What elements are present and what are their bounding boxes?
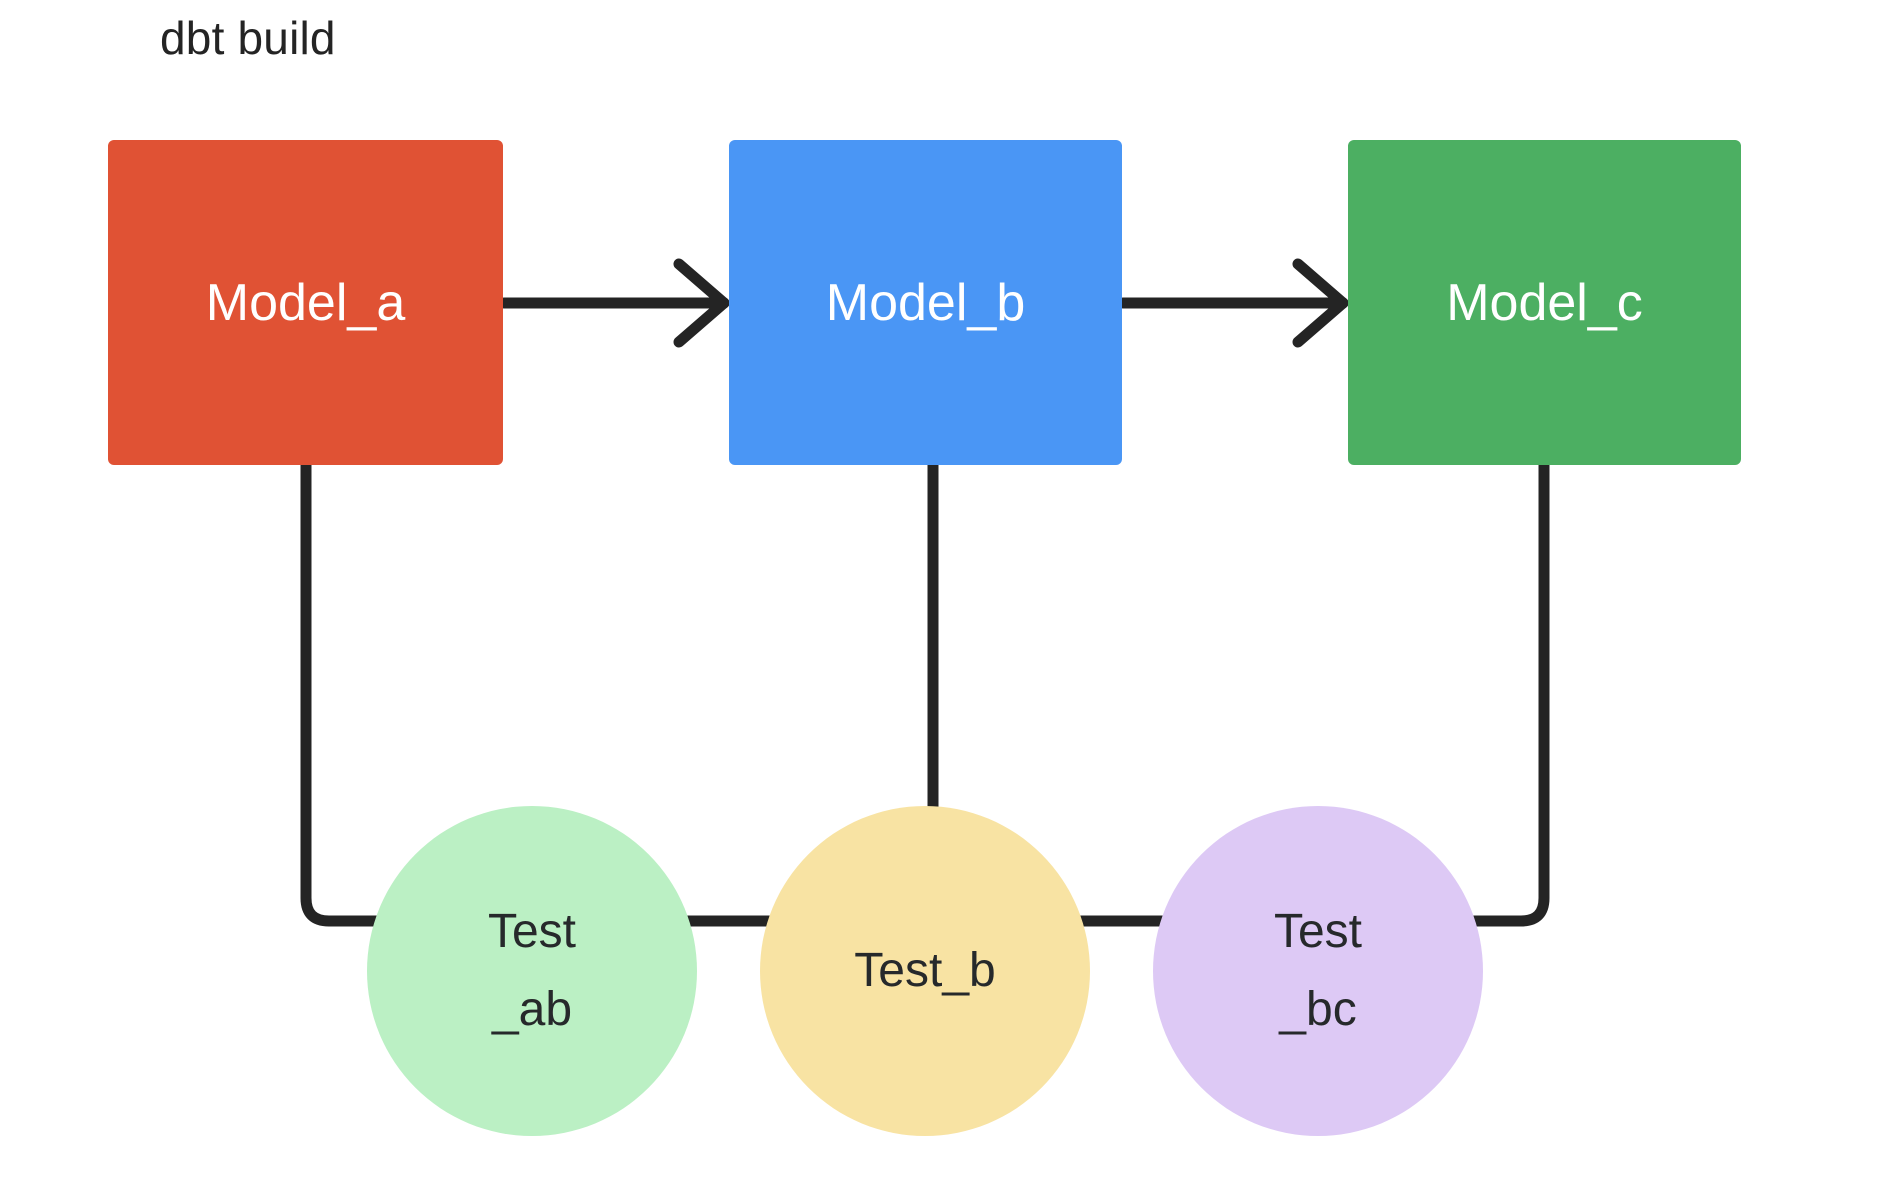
node-model-a-label: Model_a [205,273,406,332]
edge-model-a-to-bus [300,459,939,927]
node-model-a[interactable]: Model_a [108,140,503,465]
node-model-b[interactable]: Model_b [729,140,1122,465]
node-model-c[interactable]: Model_c [1348,140,1741,465]
edge-model-b-to-model-c-arrowhead [1292,258,1349,348]
edge-model-a-to-model-b-arrowhead [673,258,730,348]
node-model-c-label: Model_c [1446,273,1643,332]
node-model-b-label: Model_b [825,273,1026,332]
node-test-bc[interactable]: Test _bc [1153,806,1483,1136]
node-test-bc-label: Test _bc [1273,905,1363,1036]
edge-model-c-to-bus [927,459,1550,927]
node-test-b-label: Test_b [854,944,996,997]
node-test-ab[interactable]: Test _ab [367,806,697,1136]
node-test-ab-label: Test _ab [487,905,577,1036]
node-test-b[interactable]: Test_b [760,806,1090,1136]
page-title: dbt build [160,12,336,64]
